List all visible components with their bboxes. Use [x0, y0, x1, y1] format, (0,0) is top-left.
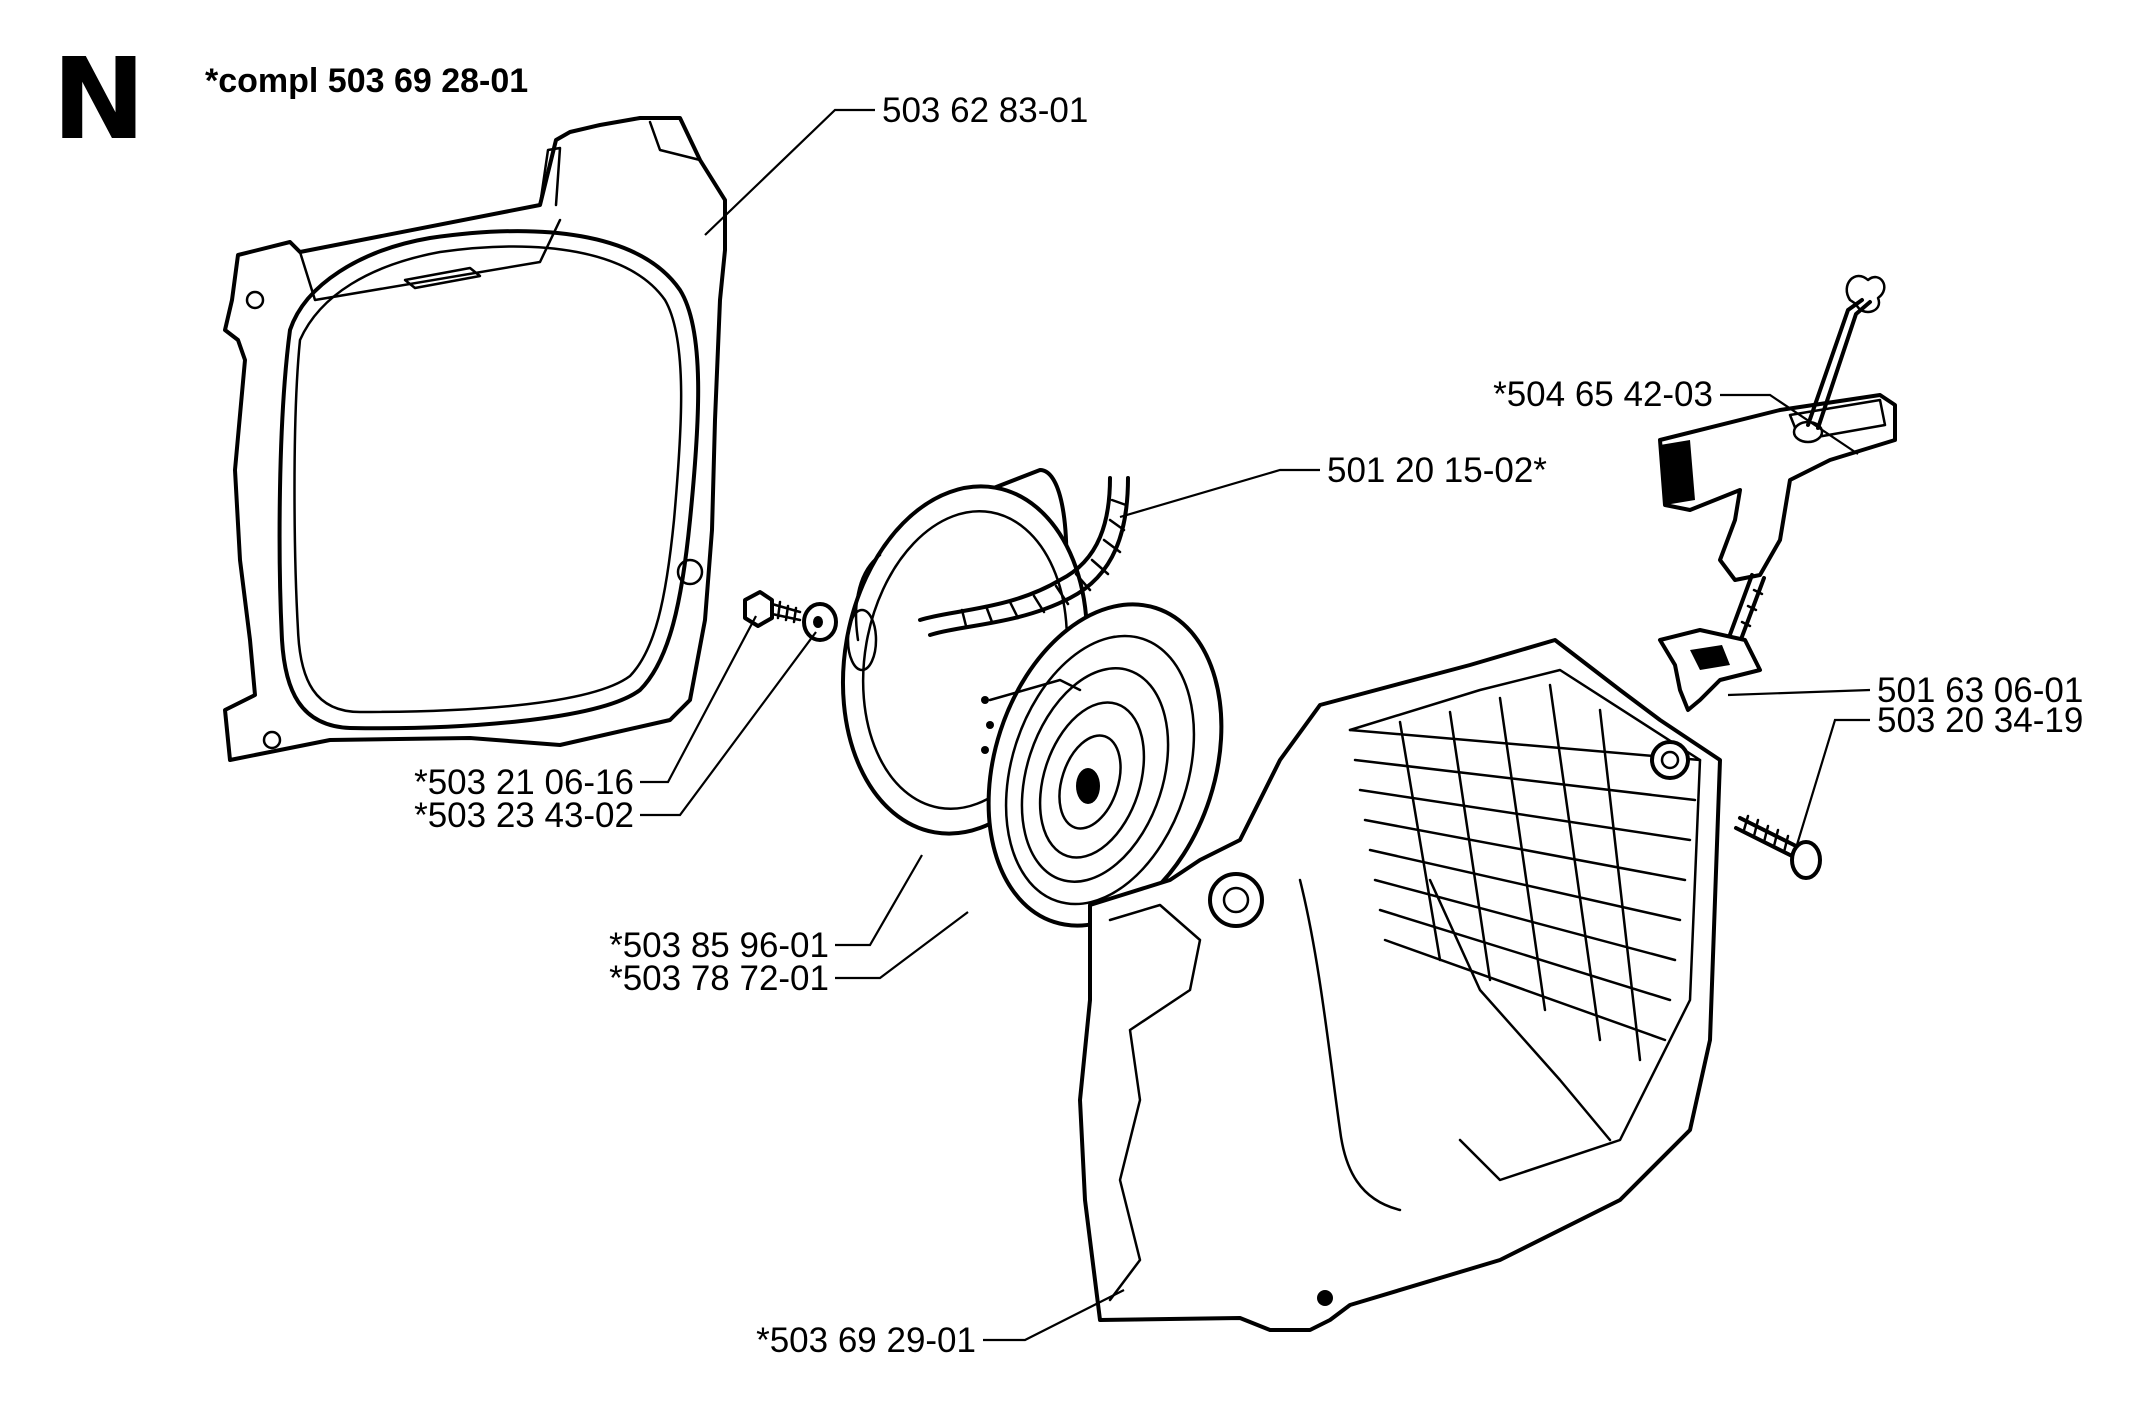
center-screw-drawing [743, 590, 802, 628]
label-recoil-spring: *503 78 72-01 [609, 959, 829, 998]
assembly-number: *compl 503 69 28-01 [205, 62, 528, 100]
leader-starter-cover [983, 1289, 1125, 1342]
leader-lines [640, 108, 1871, 1342]
label-starter-cord: 501 20 15-02* [1327, 451, 1547, 490]
label-starter-cover: *503 69 29-01 [756, 1321, 976, 1360]
leader-cord-guide [1727, 688, 1871, 697]
label-center-screw: *503 21 06-16 [414, 763, 634, 802]
fan-housing-drawing [223, 116, 727, 762]
starter-cord-drawing [918, 476, 1130, 637]
label-fan-housing: 503 62 83-01 [882, 91, 1088, 130]
label-rope-pulley: *503 85 96-01 [609, 926, 829, 965]
section-letter: N [52, 35, 146, 165]
starter-handle-drawing [1658, 274, 1897, 644]
leader-starter-cord [1119, 468, 1320, 519]
leader-recoil-spring [835, 911, 969, 980]
recoil-spring-drawing [986, 602, 1224, 928]
leader-center-screw [640, 615, 757, 784]
washer-drawing [802, 602, 838, 642]
leader-fan-housing [704, 108, 875, 236]
leader-rope-pulley [835, 854, 923, 947]
part-labels: 503 62 83-01 *504 65 42-03 501 20 15-02*… [414, 91, 2083, 1360]
cover-grille [1348, 683, 1702, 1062]
cover-screw-drawing [1734, 814, 1822, 880]
leader-cover-screw [1794, 718, 1870, 849]
label-starter-handle: *504 65 42-03 [1493, 375, 1713, 414]
label-washer: *503 23 43-02 [414, 796, 634, 835]
starter-cover-drawing [1078, 638, 1722, 1332]
leader-washer [640, 631, 817, 817]
label-cover-screw: 503 20 34-19 [1877, 701, 2083, 740]
cord-guide-drawing [1658, 628, 1762, 712]
leader-starter-handle [1720, 393, 1859, 455]
label-cord-guide: 501 63 06-01 [1877, 671, 2083, 710]
